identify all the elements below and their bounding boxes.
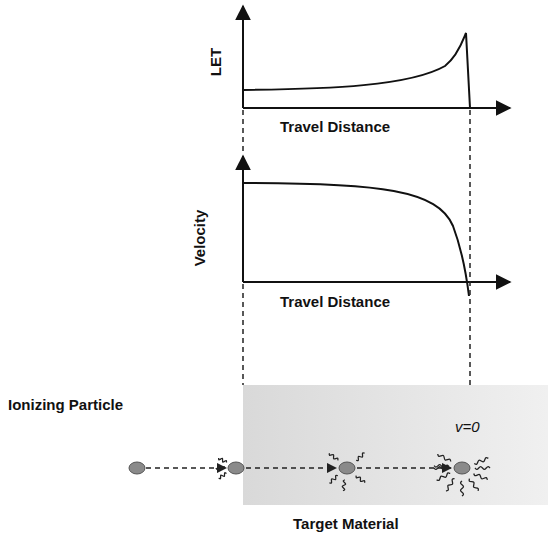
guide-line (242, 110, 244, 154)
ionization-mark (474, 473, 488, 479)
path-arrow (246, 467, 336, 469)
velocity-curve (243, 183, 469, 296)
material-title: Target Material (293, 515, 399, 533)
velocity-y-axis (242, 156, 244, 282)
ionization-mark (474, 458, 488, 465)
path-arrow (146, 467, 226, 469)
ionization-mark (438, 454, 451, 462)
ionization-mark (356, 453, 364, 461)
axis-title: Travel Distance (280, 118, 390, 136)
let-y-axis (242, 6, 244, 108)
ionization-mark (356, 476, 365, 483)
ionization-mark (446, 479, 455, 491)
particle (129, 462, 145, 474)
ionization-marks (216, 453, 490, 496)
particle (228, 462, 244, 474)
particle (339, 462, 355, 474)
particle (454, 462, 470, 474)
target-material-block (243, 385, 548, 505)
ionization-mark (219, 473, 227, 479)
ionization-mark (216, 467, 225, 470)
axis-title: Velocity (191, 210, 209, 267)
particle-label: Ionizing Particle (8, 396, 123, 414)
let-curve (243, 33, 470, 108)
ionization-mark (475, 467, 490, 470)
axis-title: LET (207, 48, 225, 76)
ionization-mark (329, 453, 338, 460)
ionization-mark (434, 465, 449, 468)
ionization-mark (437, 473, 451, 481)
target-material: v=0Target Material (243, 385, 548, 505)
ionization-mark (342, 480, 345, 491)
velocity-zero: v=0 (455, 418, 480, 436)
ionization-mark (329, 475, 337, 483)
ionization-mark (469, 479, 478, 491)
ionization-mark (461, 481, 464, 496)
axis-title: Travel Distance (280, 293, 390, 311)
guide-line (469, 110, 471, 385)
ionization-mark (219, 458, 227, 463)
guide-line (242, 284, 244, 385)
